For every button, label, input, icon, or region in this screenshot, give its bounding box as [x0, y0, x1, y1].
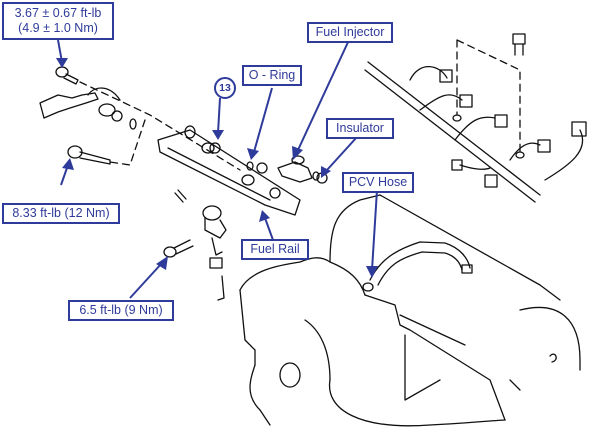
leader-insulator: [326, 136, 358, 171]
o-ring-part: [246, 161, 254, 171]
bolt-low: [163, 239, 194, 258]
o-ring-callout: O - Ring: [242, 65, 302, 86]
intake-manifold: [239, 194, 581, 427]
leader-pcv-hose: [371, 189, 378, 271]
item-13-seal: [201, 142, 215, 154]
leader-fuel-rail: [264, 217, 274, 241]
leader-lines: [56, 39, 378, 299]
wiring-harness: [364, 61, 587, 203]
leader-item-13: [217, 97, 221, 134]
pcv-hose-part: [362, 241, 473, 292]
bolt-top: [55, 66, 79, 85]
item-number-badge: 13: [214, 77, 236, 99]
fuel-rail-callout: Fuel Rail: [241, 239, 309, 260]
torque-spec-mid-callout: 8.33 ft-lb (12 Nm): [2, 203, 120, 224]
leader-torque-low: [129, 262, 163, 299]
fuel-injector-part: [277, 155, 320, 183]
torque-spec-top-ftlb: 3.67 ± 0.67 ft-lb: [14, 6, 102, 20]
torque-spec-top-callout: 3.67 ± 0.67 ft-lb (4.9 ± 1.0 Nm): [2, 2, 114, 40]
bolt-mid: [67, 145, 111, 165]
line-art: [39, 33, 587, 427]
fuel-rail: [157, 125, 301, 216]
torque-spec-low-callout: 6.5 ft-lb (9 Nm): [68, 300, 174, 321]
leader-o-ring: [253, 87, 273, 153]
fuel-pressure-regulator: [202, 205, 227, 301]
fuel-injector-callout: Fuel Injector: [307, 22, 393, 43]
torque-spec-top-nm: (4.9 ± 1.0 Nm): [18, 21, 98, 35]
pcv-hose-callout: PCV Hose: [342, 172, 414, 193]
insulator-callout: Insulator: [326, 118, 394, 139]
fuel-feed-pipe: [39, 87, 137, 130]
leader-fuel-injector: [297, 39, 350, 151]
harness-bolt: [512, 33, 526, 56]
